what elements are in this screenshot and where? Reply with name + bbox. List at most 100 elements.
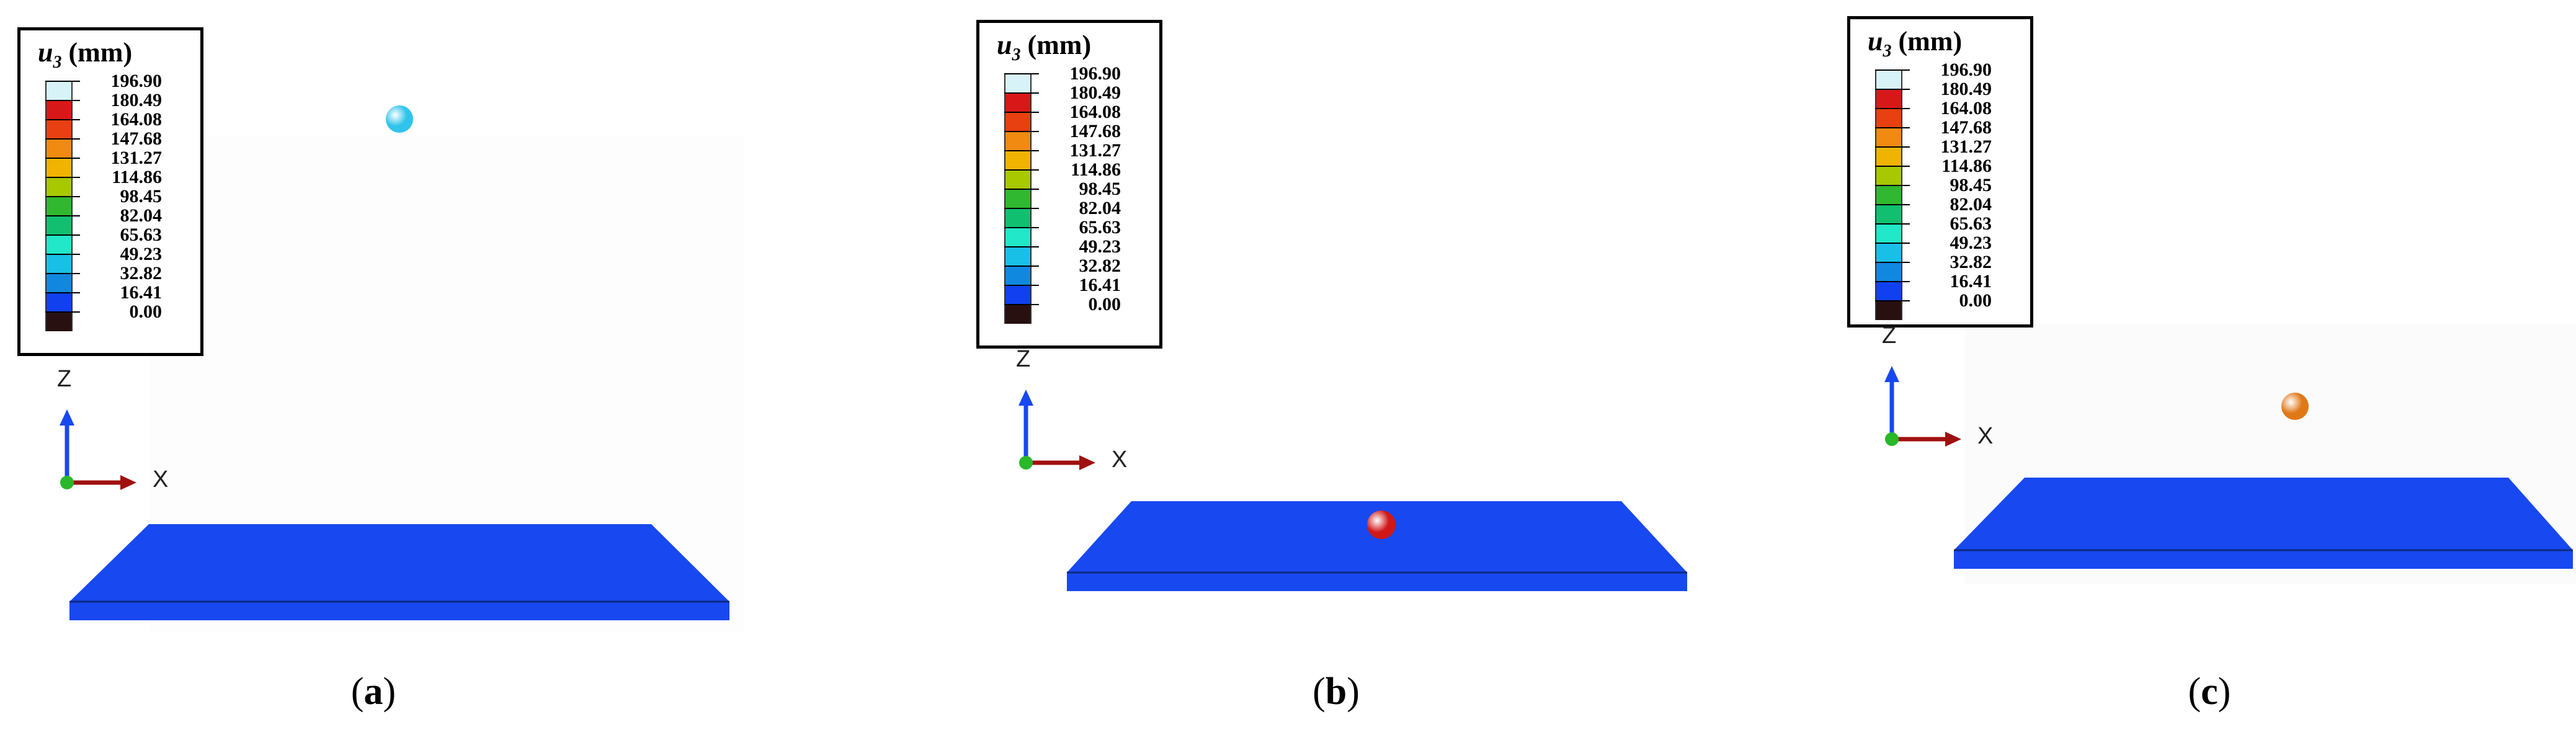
- legend-tick: [45, 234, 80, 236]
- legend-value: 49.23: [1950, 233, 1992, 253]
- legend-tick: [1875, 127, 1910, 128]
- axis-triad-icon: [1018, 390, 1095, 470]
- legend-swatch: [1875, 243, 1902, 262]
- legend-swatch: [1875, 70, 1902, 89]
- legend-value: 98.45: [1079, 179, 1121, 199]
- legend-row: 16.41: [45, 283, 231, 312]
- legend-unit: (mm): [1898, 26, 1963, 56]
- legend-tick: [1004, 246, 1039, 247]
- legend-swatch: [1875, 147, 1902, 166]
- axis-triad: Z X: [1873, 323, 2016, 452]
- plate: [69, 524, 729, 620]
- legend-tick: [1004, 169, 1039, 171]
- legend-title: u3 (mm): [38, 38, 132, 78]
- legend-value: 147.68: [1069, 121, 1121, 141]
- legend-value: 82.04: [1079, 198, 1121, 218]
- legend-subscript: 3: [53, 53, 62, 72]
- legend-value: 196.90: [1069, 63, 1121, 84]
- legend-subscript: 3: [1012, 45, 1021, 65]
- legend-swatch: [1875, 109, 1902, 128]
- legend-swatch: [45, 274, 73, 293]
- legend-row: 32.82: [1875, 253, 2061, 282]
- legend-row: 196.90: [1875, 61, 2061, 89]
- x-axis-label: X: [153, 466, 169, 493]
- legend-unit: (mm): [1027, 30, 1092, 60]
- legend-value: 49.23: [1079, 236, 1121, 257]
- axis-triad-icon: [60, 409, 136, 490]
- legend-tick: [1875, 108, 1910, 109]
- legend-row: 65.63: [45, 226, 231, 254]
- legend-row: 82.04: [45, 207, 231, 235]
- legend-value: 65.63: [1950, 213, 1992, 234]
- legend-tick: [1875, 185, 1910, 186]
- legend-tick: [45, 119, 80, 120]
- legend-tick: [45, 196, 80, 197]
- legend-swatch: [45, 216, 73, 235]
- caption-c: (c): [2188, 671, 2231, 713]
- legend-row: 0.00: [1875, 292, 2061, 320]
- sphere: [2281, 393, 2309, 420]
- legend-value: 147.68: [1940, 117, 1992, 138]
- legend-tick: [1875, 243, 1910, 244]
- legend-tick: [1004, 112, 1039, 113]
- legend-tick: [1875, 281, 1910, 282]
- legend-value: 16.41: [1950, 271, 1992, 292]
- legend-row: 196.90: [1004, 65, 1190, 93]
- legend-value: 65.63: [120, 225, 163, 245]
- legend-row: 164.08: [1004, 103, 1190, 132]
- legend-swatch: [1004, 247, 1032, 266]
- legend-swatch: [1875, 185, 1902, 205]
- legend-value: 180.49: [110, 90, 163, 110]
- legend-tick: [45, 311, 80, 313]
- x-axis-label: X: [1977, 423, 1994, 449]
- legend-value: 16.41: [120, 282, 163, 303]
- legend-tick: [1875, 166, 1910, 167]
- legend-row: 114.86: [1004, 161, 1190, 189]
- legend-tick: [1004, 227, 1039, 228]
- legend-swatch: [45, 235, 73, 254]
- legend-value: 131.27: [1940, 136, 1992, 157]
- legend-row: 114.86: [1875, 157, 2061, 185]
- legend-tick: [1004, 189, 1039, 190]
- legend-swatch: [1004, 266, 1032, 285]
- legend-tick: [45, 273, 80, 274]
- legend-title: u3 (mm): [997, 30, 1091, 70]
- legend-tick: [1875, 300, 1910, 301]
- legend-swatch: [1004, 132, 1032, 151]
- legend-tick: [45, 215, 80, 216]
- z-axis-label: Z: [57, 366, 72, 392]
- legend-swatch: [1875, 301, 1902, 320]
- legend-swatch: [1875, 166, 1902, 185]
- legend-tick: [1875, 262, 1910, 263]
- legend-swatch: [1004, 112, 1032, 132]
- legend-swatch: [45, 120, 73, 139]
- legend-swatch: [1004, 228, 1032, 247]
- legend-tick: [1004, 92, 1039, 94]
- legend-tick: [1004, 73, 1039, 74]
- legend-row: 180.49: [1875, 80, 2061, 109]
- legend-row: 147.68: [1004, 122, 1190, 151]
- legend-row: 32.82: [1004, 257, 1190, 285]
- legend-value: 65.63: [1079, 217, 1121, 238]
- axis-triad: Z X: [48, 366, 191, 495]
- legend-swatch: [45, 312, 73, 331]
- legend-value: 131.27: [110, 148, 163, 168]
- legend-row: 82.04: [1004, 199, 1190, 228]
- legend-tick: [1004, 304, 1039, 305]
- caption-a: (a): [350, 671, 396, 713]
- x-axis-label: X: [1112, 447, 1128, 473]
- legend-row: 98.45: [45, 187, 231, 216]
- legend-row: 180.49: [45, 91, 231, 120]
- legend-swatch: [45, 139, 73, 158]
- legend-tick: [45, 177, 80, 178]
- caption-label: b: [1325, 671, 1347, 713]
- legend-swatch: [1004, 208, 1032, 228]
- legend-swatch: [1004, 74, 1032, 93]
- legend-row: 49.23: [45, 245, 231, 274]
- legend-tick: [45, 158, 80, 159]
- legend-swatch: [1004, 189, 1032, 208]
- legend-row: 131.27: [1004, 141, 1190, 170]
- legend-tick: [1875, 204, 1910, 205]
